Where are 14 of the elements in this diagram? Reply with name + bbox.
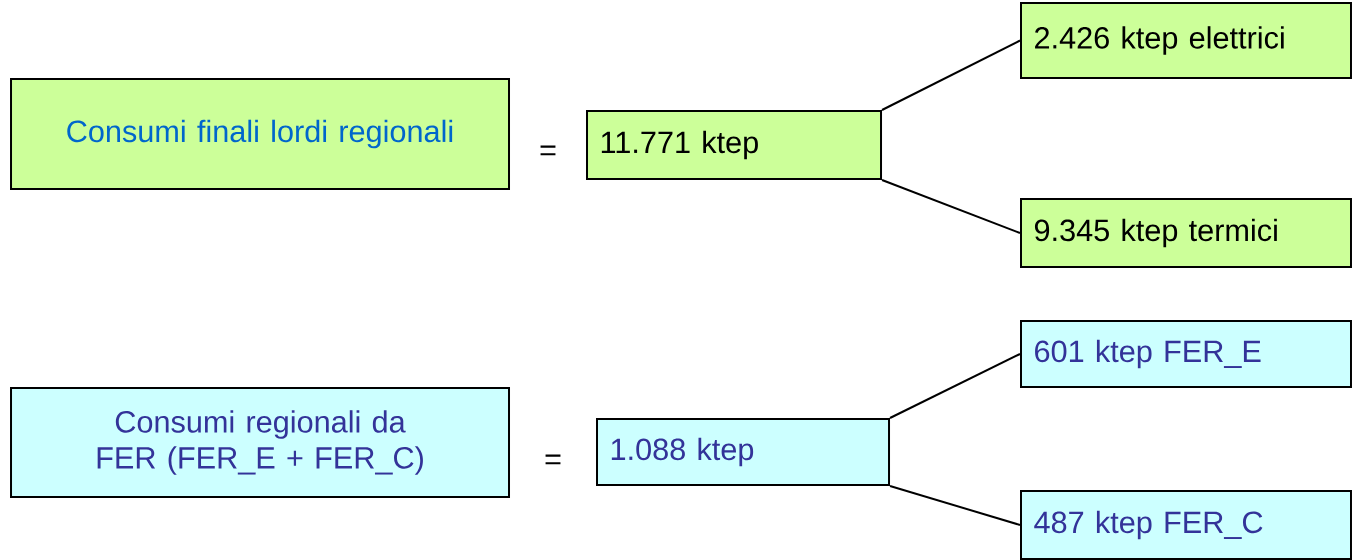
text-box: 2.426 ktep elettrici	[1020, 2, 1352, 79]
text-box: Consumi regionali da FER (FER_E + FER_C)	[10, 387, 510, 498]
connector-line	[889, 353, 1021, 419]
text-box: 9.345 ktep termici	[1020, 198, 1352, 268]
text-box: 1.088 ktep	[596, 418, 890, 486]
connector-line	[881, 179, 1021, 234]
text-box: 487 ktep FER_C	[1020, 490, 1352, 560]
equals-sign: =	[545, 454, 561, 465]
text-box: 11.771 ktep	[586, 110, 882, 180]
connector-line	[881, 39, 1021, 111]
equals-sign: =	[540, 145, 556, 156]
text-box: 601 ktep FER_E	[1020, 320, 1352, 388]
connector-line	[889, 485, 1021, 526]
text-box: Consumi finali lordi regionali	[10, 78, 510, 190]
